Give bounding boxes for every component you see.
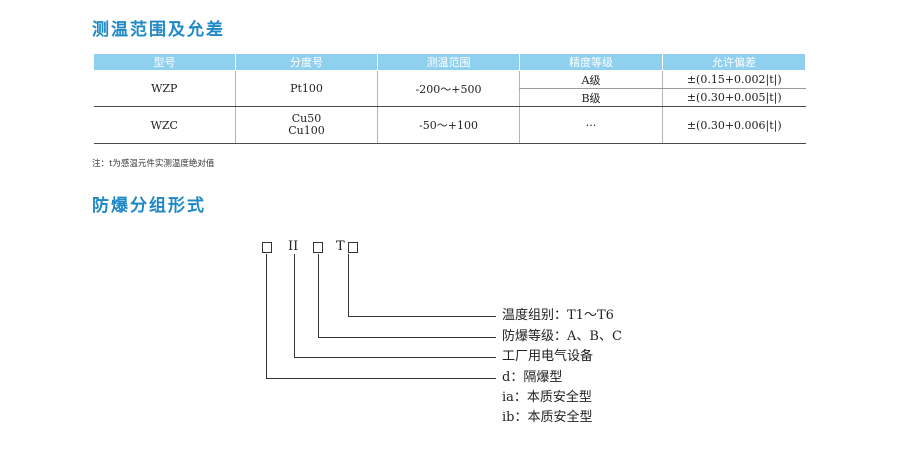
type-code-box xyxy=(262,242,272,253)
cell-grade-b: B级 xyxy=(519,88,663,107)
connector-factory xyxy=(294,254,496,358)
grade-code-box xyxy=(313,242,323,253)
cell-range: -200～+500 xyxy=(377,70,520,107)
cell-model: WZP xyxy=(93,70,236,107)
label-type-d: d：隔爆型 xyxy=(502,370,563,385)
label-grade: 防爆等级：A、B、C xyxy=(502,329,622,344)
cell-index: Cu50 Cu100 xyxy=(235,106,378,144)
table-note: 注：t为感温元件实测温度绝对值 xyxy=(92,159,215,169)
label-type-ib: ib：本质安全型 xyxy=(502,410,593,425)
cell-range: -50～+100 xyxy=(377,106,520,144)
temp-group-code-box xyxy=(348,242,358,253)
cell-tolerance: ±(0.30+0.006|t|) xyxy=(662,106,806,144)
table-row: WZP Pt100 -200～+500 A级 ±(0.15+0.002|t|) xyxy=(93,70,806,107)
explosion-section-title: 防爆分组形式 xyxy=(92,196,206,216)
table-row: B级 ±(0.30+0.005|t|) xyxy=(94,88,806,107)
cell-model: WZC xyxy=(93,106,236,144)
connector-type xyxy=(266,254,496,379)
cell-index-line2: Cu100 xyxy=(288,124,325,137)
connector-temp-group xyxy=(348,254,496,317)
cell-grade-a: A级 xyxy=(519,70,663,89)
cell-grade: ··· xyxy=(519,106,663,144)
cell-index: Pt100 xyxy=(235,70,378,107)
cell-index-line1: Cu50 xyxy=(291,112,322,125)
spec-section-title: 测温范围及允差 xyxy=(92,20,225,40)
label-type-ia: ia：本质安全型 xyxy=(502,390,592,405)
label-temp-group: 温度组别：T1～T6 xyxy=(502,308,614,323)
connector-grade xyxy=(318,254,496,338)
cell-tolerance-b: ±(0.30+0.005|t|) xyxy=(662,88,806,107)
table-row: WZC Cu50 Cu100 -50～+100 ··· ±(0.30+0.006… xyxy=(93,106,806,144)
code-ii: II xyxy=(288,239,299,254)
cell-tolerance-a: ±(0.15+0.002|t|) xyxy=(662,70,806,89)
code-t: T xyxy=(336,239,345,254)
label-factory: 工厂用电气设备 xyxy=(502,349,594,364)
spec-table: 型号 分度号 测温范围 精度等级 允许偏差 WZP Pt100 -200～+50… xyxy=(93,53,806,144)
